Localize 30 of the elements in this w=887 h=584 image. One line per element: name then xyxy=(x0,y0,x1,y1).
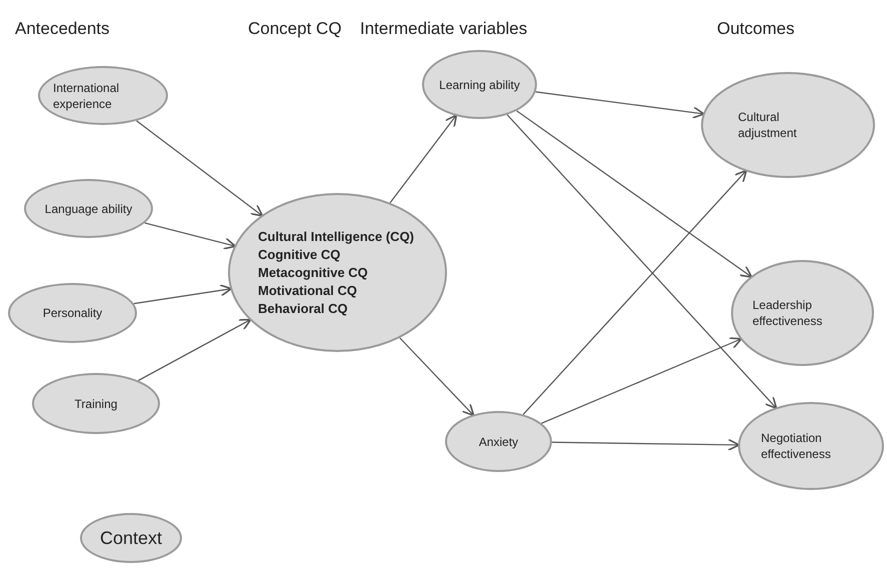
node-text: Negotiation effectiveness xyxy=(761,430,832,462)
node-text: Cultural Intelligence (CQ) xyxy=(258,228,414,246)
node-text: Leadership effectiveness xyxy=(752,297,824,329)
column-heading: Antecedents xyxy=(15,18,110,40)
node-text: Metacognitive CQ xyxy=(258,264,368,282)
arrow xyxy=(136,120,264,217)
node-text: Language ability xyxy=(44,200,132,216)
node-text: Context xyxy=(100,526,162,550)
column-heading: Outcomes xyxy=(717,18,794,40)
node-text: Cultural adjustment xyxy=(738,109,798,141)
node-text: Motivational CQ xyxy=(258,282,357,300)
node-text: International experience xyxy=(53,80,120,112)
arrow xyxy=(390,114,458,204)
node-text: Anxiety xyxy=(478,434,518,450)
node-text: Behavioral CQ xyxy=(258,300,348,318)
arrow xyxy=(536,91,705,119)
node-text: Cognitive CQ xyxy=(258,246,340,264)
arrow xyxy=(506,114,778,410)
arrow xyxy=(134,284,232,304)
column-heading: Concept CQ xyxy=(248,18,342,40)
arrow xyxy=(541,337,742,424)
node-text: Learning ability xyxy=(439,76,520,92)
arrow xyxy=(516,110,752,278)
column-heading: Intermediate variables xyxy=(360,18,528,40)
arrow xyxy=(138,318,252,382)
arrow xyxy=(522,170,748,415)
node-text: Training xyxy=(74,396,118,412)
node-text: Personality xyxy=(42,305,102,321)
arrow xyxy=(552,438,740,452)
arrow xyxy=(399,337,475,416)
